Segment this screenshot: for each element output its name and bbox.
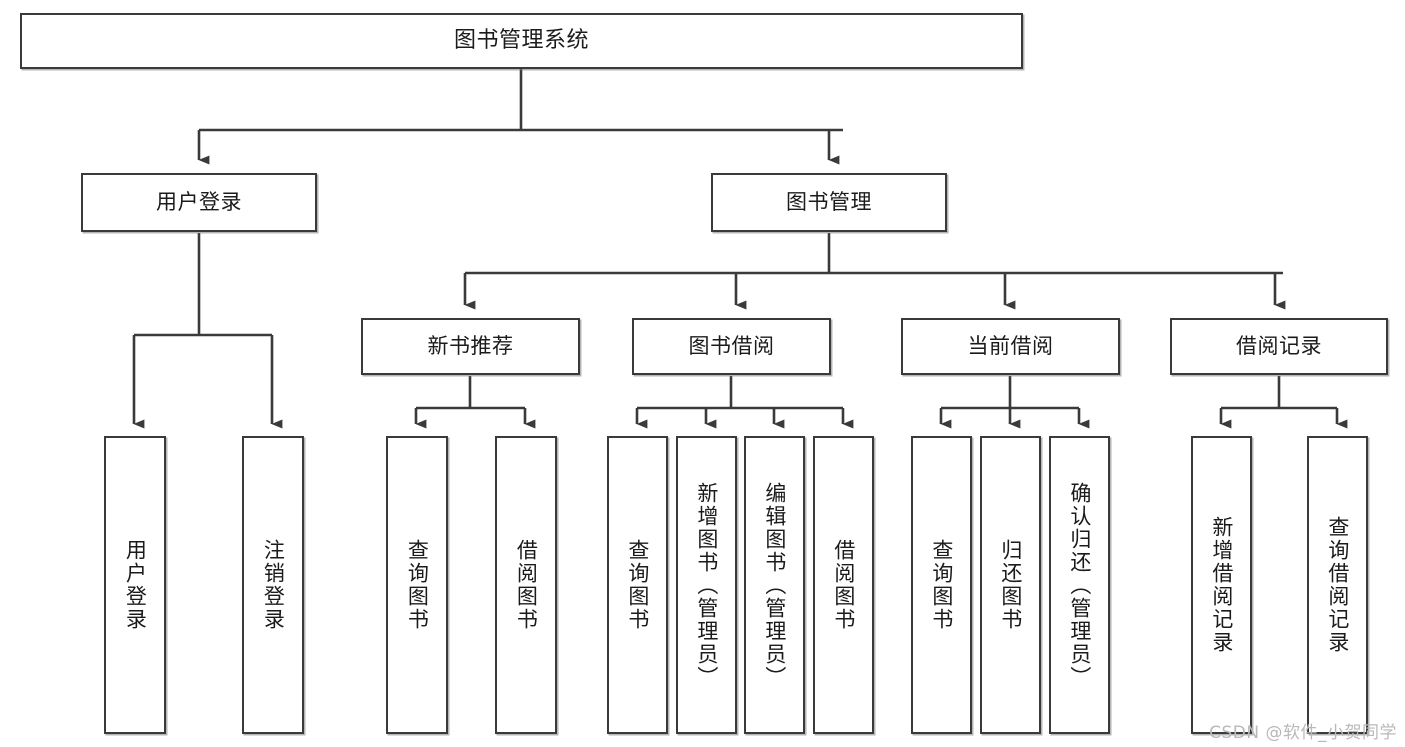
leaf-current-borrow-confirm-return[interactable]: 确认归还（管理员）	[1049, 436, 1110, 734]
node-label: 新增借阅记录	[1209, 516, 1234, 654]
leaf-new-book-borrow[interactable]: 借阅图书	[495, 436, 557, 734]
node-label: 编辑图书（管理员）	[762, 481, 787, 689]
leaf-borrow-record-query[interactable]: 查询借阅记录	[1307, 436, 1368, 734]
leaf-new-book-query[interactable]: 查询图书	[386, 436, 448, 734]
node-label: 图书借阅	[688, 333, 775, 358]
node-user-login[interactable]: 用户登录	[81, 173, 317, 232]
leaf-user-login-signin[interactable]: 用户登录	[104, 436, 166, 734]
node-label: 借阅记录	[1236, 333, 1322, 358]
node-book-management-system[interactable]: 图书管理系统	[20, 13, 1023, 69]
node-label: 归还图书	[998, 539, 1023, 631]
node-label: 借阅图书	[831, 539, 856, 631]
leaf-user-login-signout[interactable]: 注销登录	[242, 436, 304, 734]
node-label: 查询图书	[929, 539, 954, 631]
node-label: 注销登录	[261, 539, 286, 631]
node-label: 查询图书	[405, 539, 430, 631]
node-book-management[interactable]: 图书管理	[711, 173, 947, 232]
node-label: 新书推荐	[427, 333, 514, 358]
node-current-borrowing[interactable]: 当前借阅	[901, 318, 1120, 375]
node-label: 图书管理	[786, 189, 872, 214]
node-new-book-recommendation[interactable]: 新书推荐	[361, 318, 580, 375]
node-label: 用户登录	[156, 189, 242, 214]
watermark-text: CSDN @软件_小贺同学	[1209, 723, 1397, 743]
leaf-current-borrow-return[interactable]: 归还图书	[980, 436, 1041, 734]
node-label: 查询借阅记录	[1325, 516, 1350, 654]
leaf-book-borrow-edit[interactable]: 编辑图书（管理员）	[744, 436, 805, 734]
leaf-book-borrow-add[interactable]: 新增图书（管理员）	[676, 436, 737, 734]
node-label: 查询图书	[625, 539, 650, 631]
node-borrowing-records[interactable]: 借阅记录	[1170, 318, 1388, 375]
leaf-borrow-record-add[interactable]: 新增借阅记录	[1191, 436, 1252, 734]
leaf-book-borrow-query[interactable]: 查询图书	[607, 436, 668, 734]
leaf-book-borrow-borrow[interactable]: 借阅图书	[813, 436, 874, 734]
node-label: 用户登录	[123, 539, 148, 631]
node-label: 图书管理系统	[453, 27, 589, 53]
node-label: 确认归还（管理员）	[1067, 481, 1092, 689]
node-label: 当前借阅	[967, 333, 1054, 358]
node-label: 借阅图书	[514, 539, 539, 631]
node-book-borrowing[interactable]: 图书借阅	[632, 318, 831, 375]
leaf-current-borrow-query[interactable]: 查询图书	[911, 436, 972, 734]
node-label: 新增图书（管理员）	[694, 481, 719, 689]
